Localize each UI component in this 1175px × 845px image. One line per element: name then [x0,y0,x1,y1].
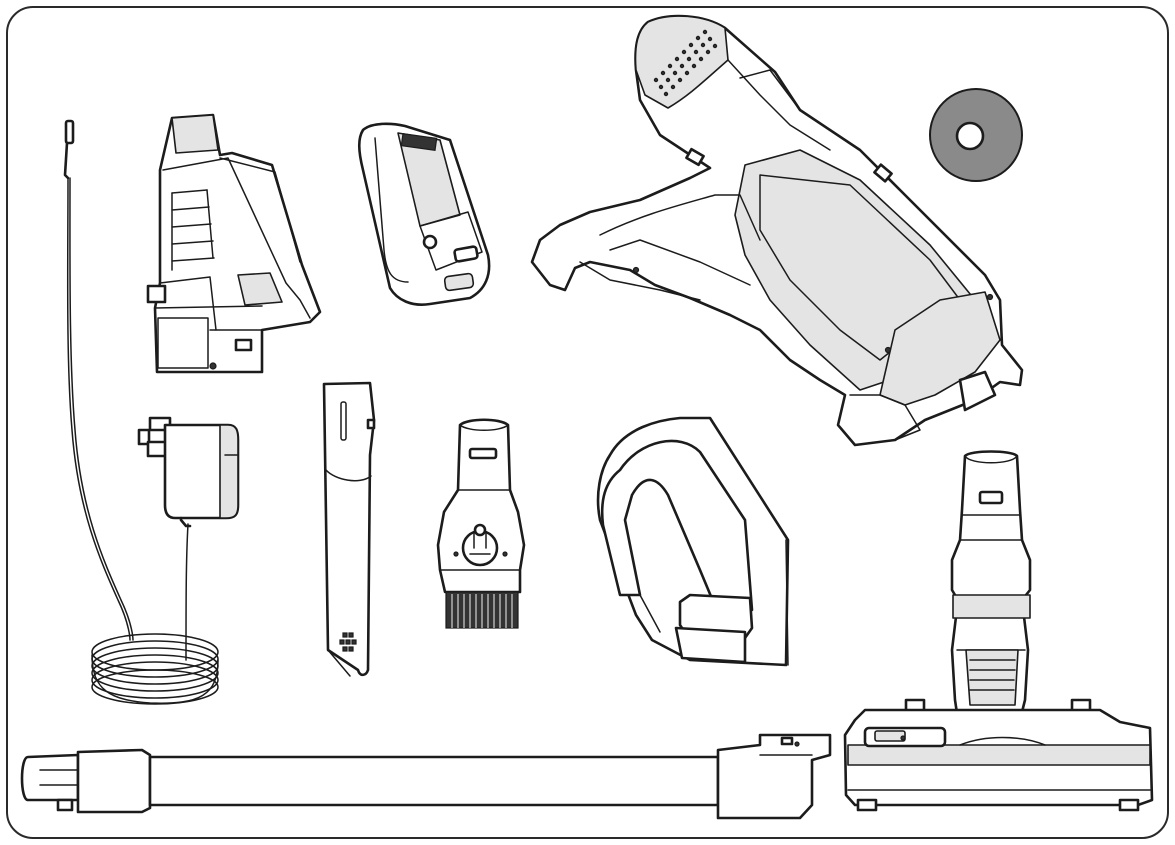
crevice-tool [322,381,376,677]
charging-cable [63,119,219,705]
charging-adapter [137,416,240,661]
main-handheld-unit [530,14,1024,447]
filter-disc [929,88,1023,182]
dust-bin [146,113,322,374]
floor-head [843,450,1154,812]
extension-tube [20,733,832,820]
battery-pack [357,122,491,306]
wall-mount-bracket [596,416,790,667]
brush-tool [436,418,526,629]
vent-holes [653,29,718,97]
crevice-tool-grip [339,632,357,652]
brush-bristles [451,594,513,628]
